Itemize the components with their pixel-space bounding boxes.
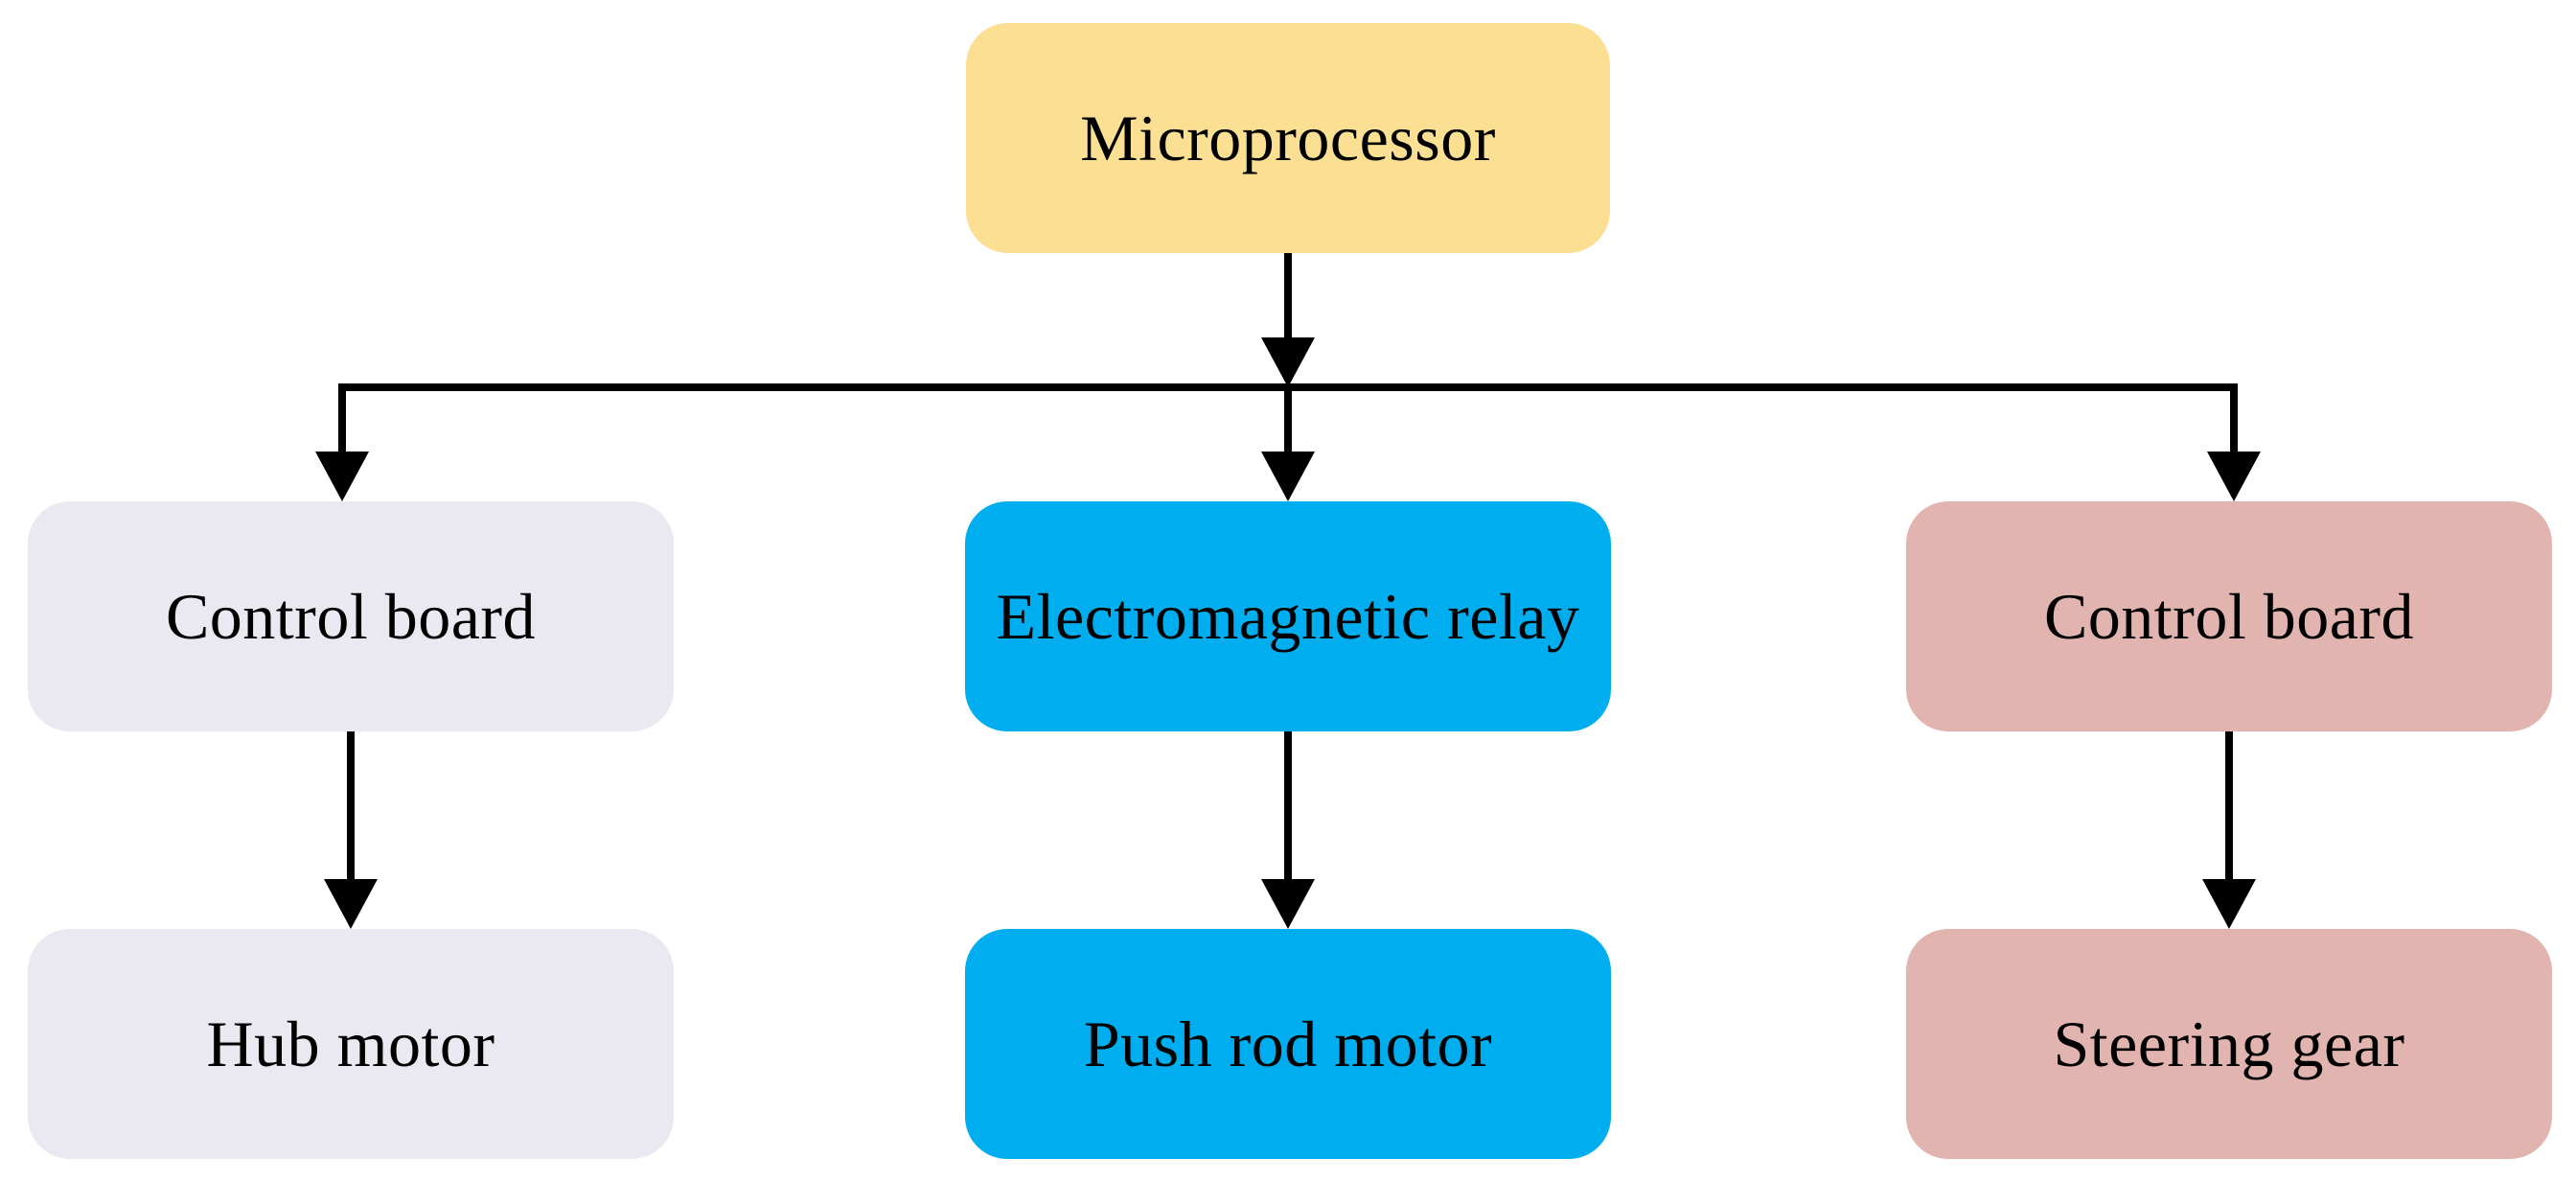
arrowhead-icon <box>1261 337 1315 387</box>
node-push-rod-motor: Push rod motor <box>965 929 1611 1159</box>
arrowhead-icon <box>315 452 369 501</box>
edge-control-board-right-to-steering-gear <box>2202 731 2256 929</box>
edge-control-board-left-to-hub-motor <box>324 731 378 929</box>
arrowhead-icon <box>1261 452 1315 501</box>
node-hub-motor-label: Hub motor <box>206 1007 495 1080</box>
edge-bus-to-electromagnetic-relay <box>1261 387 1315 501</box>
arrowhead-icon <box>324 879 378 929</box>
node-hub-motor: Hub motor <box>28 929 674 1159</box>
node-push-rod-motor-label: Push rod motor <box>1083 1007 1493 1080</box>
arrowhead-icon <box>2207 452 2261 501</box>
node-electromagnetic-relay: Electromagnetic relay <box>965 501 1611 731</box>
edge-electromagnetic-relay-to-push-rod-motor <box>1261 731 1315 929</box>
node-steering-gear-label: Steering gear <box>2053 1007 2405 1080</box>
arrowhead-icon <box>1261 879 1315 929</box>
node-microprocessor: Microprocessor <box>966 23 1610 253</box>
node-control-board-right: Control board <box>1906 501 2552 731</box>
node-control-board-right-label: Control board <box>2043 579 2415 653</box>
node-electromagnetic-relay-label: Electromagnetic relay <box>996 579 1580 653</box>
node-control-board-left-label: Control board <box>165 579 537 653</box>
node-steering-gear: Steering gear <box>1906 929 2552 1159</box>
edge-microprocessor-to-bus <box>1261 253 1315 387</box>
node-microprocessor-label: Microprocessor <box>1080 101 1496 174</box>
arrowhead-icon <box>2202 879 2256 929</box>
edge-bus-to-control-board-left <box>315 383 369 501</box>
edge-bus-to-control-board-right <box>2207 383 2261 501</box>
node-control-board-left: Control board <box>28 501 674 731</box>
